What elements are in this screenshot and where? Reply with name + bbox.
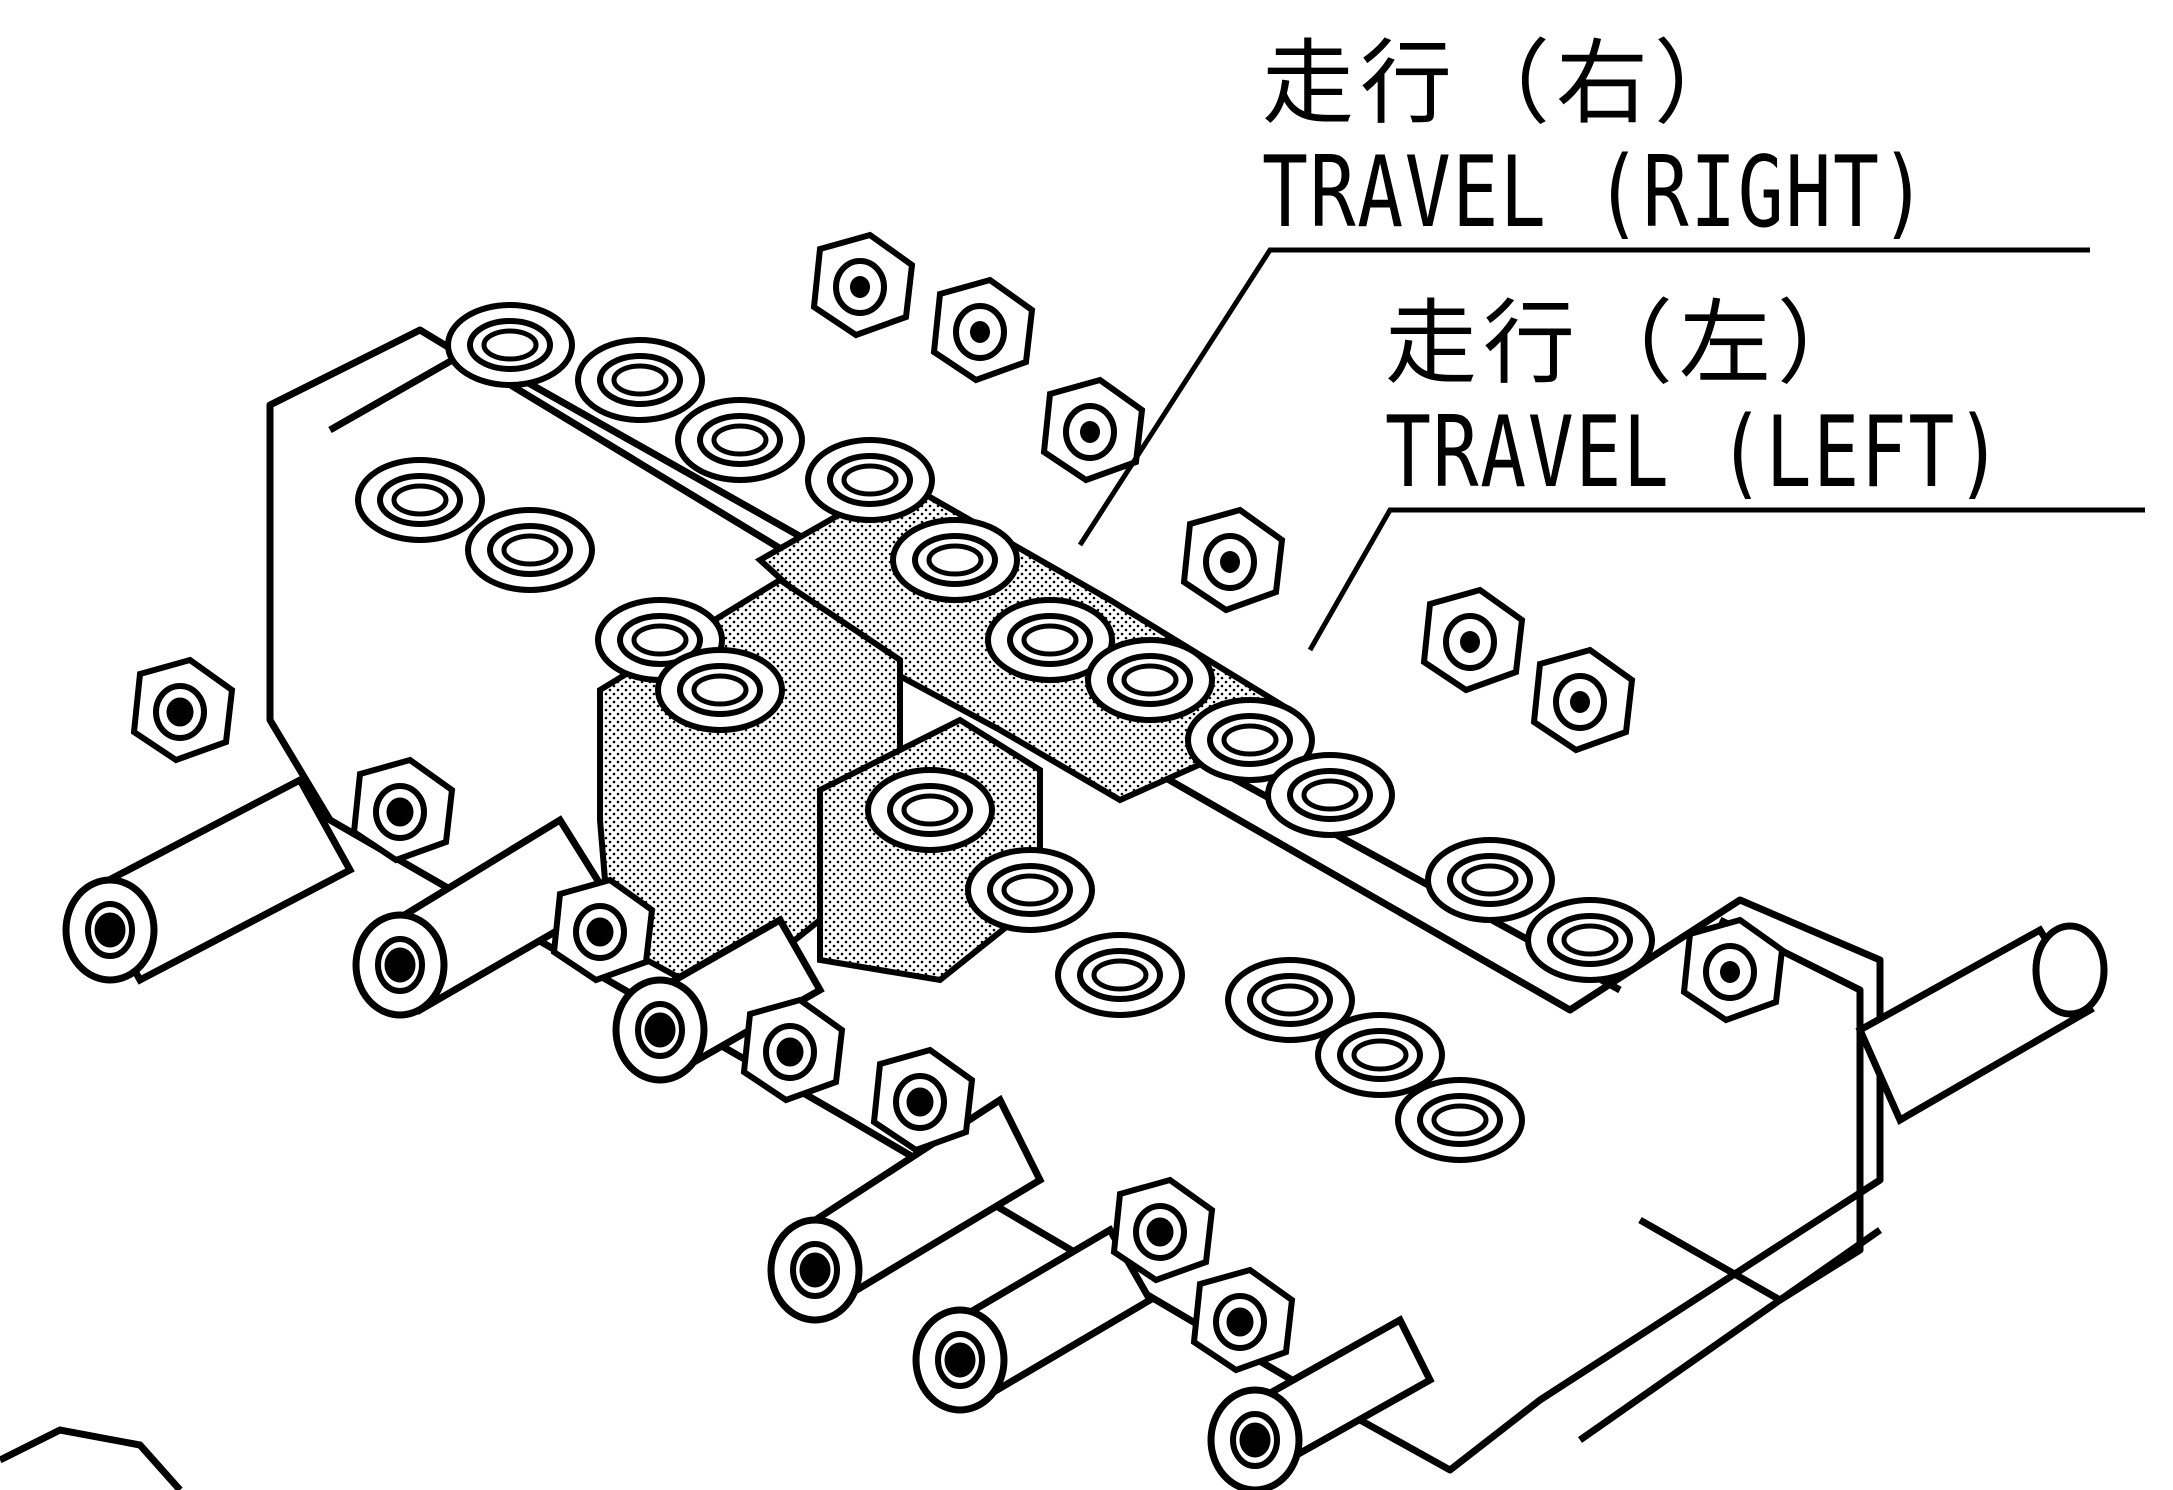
leader-lines: [1077, 247, 2145, 652]
travel-right-ja-label: 走行（右）: [1262, 30, 1753, 137]
leader-travel-left: [1307, 507, 2145, 652]
spools: [66, 660, 2108, 1490]
callout-travel-right: 走行（右） TRAVEL (RIGHT): [1262, 30, 2116, 250]
travel-left-en-label: TRAVEL (LEFT): [1385, 396, 2004, 510]
travel-left-ja-label: 走行（左）: [1385, 290, 1876, 397]
partial-part: [0, 1426, 183, 1490]
leader-travel-right: [1077, 247, 2090, 547]
callout-travel-left: 走行（左） TRAVEL (LEFT): [1385, 290, 2173, 510]
travel-right-en-label: TRAVEL (RIGHT): [1262, 136, 1929, 250]
